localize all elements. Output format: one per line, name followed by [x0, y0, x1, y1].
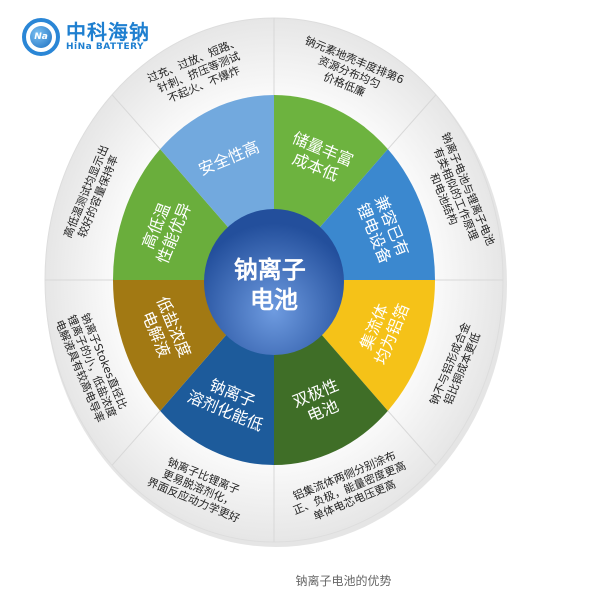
- figure-caption: 钠离子电池的优势: [295, 574, 392, 588]
- logo-chinese-name: 中科海钠: [66, 19, 150, 44]
- ring-divider: [387, 94, 437, 150]
- hina-battery-logo: Na 中科海钠 HiNa BATTERY: [22, 18, 150, 56]
- ring-divider: [111, 410, 161, 466]
- center-title-line: 钠离子: [234, 256, 306, 284]
- logo-mark-text: Na: [30, 26, 52, 48]
- logo-english-name: HiNa BATTERY: [66, 41, 145, 52]
- ring-divider: [387, 410, 437, 466]
- center-circle: [204, 209, 344, 355]
- center-title: 钠离子 电池: [234, 256, 314, 314]
- ring-divider: [111, 94, 161, 150]
- center-title-line: 电池: [250, 286, 298, 314]
- na-logo-icon: Na: [22, 18, 60, 56]
